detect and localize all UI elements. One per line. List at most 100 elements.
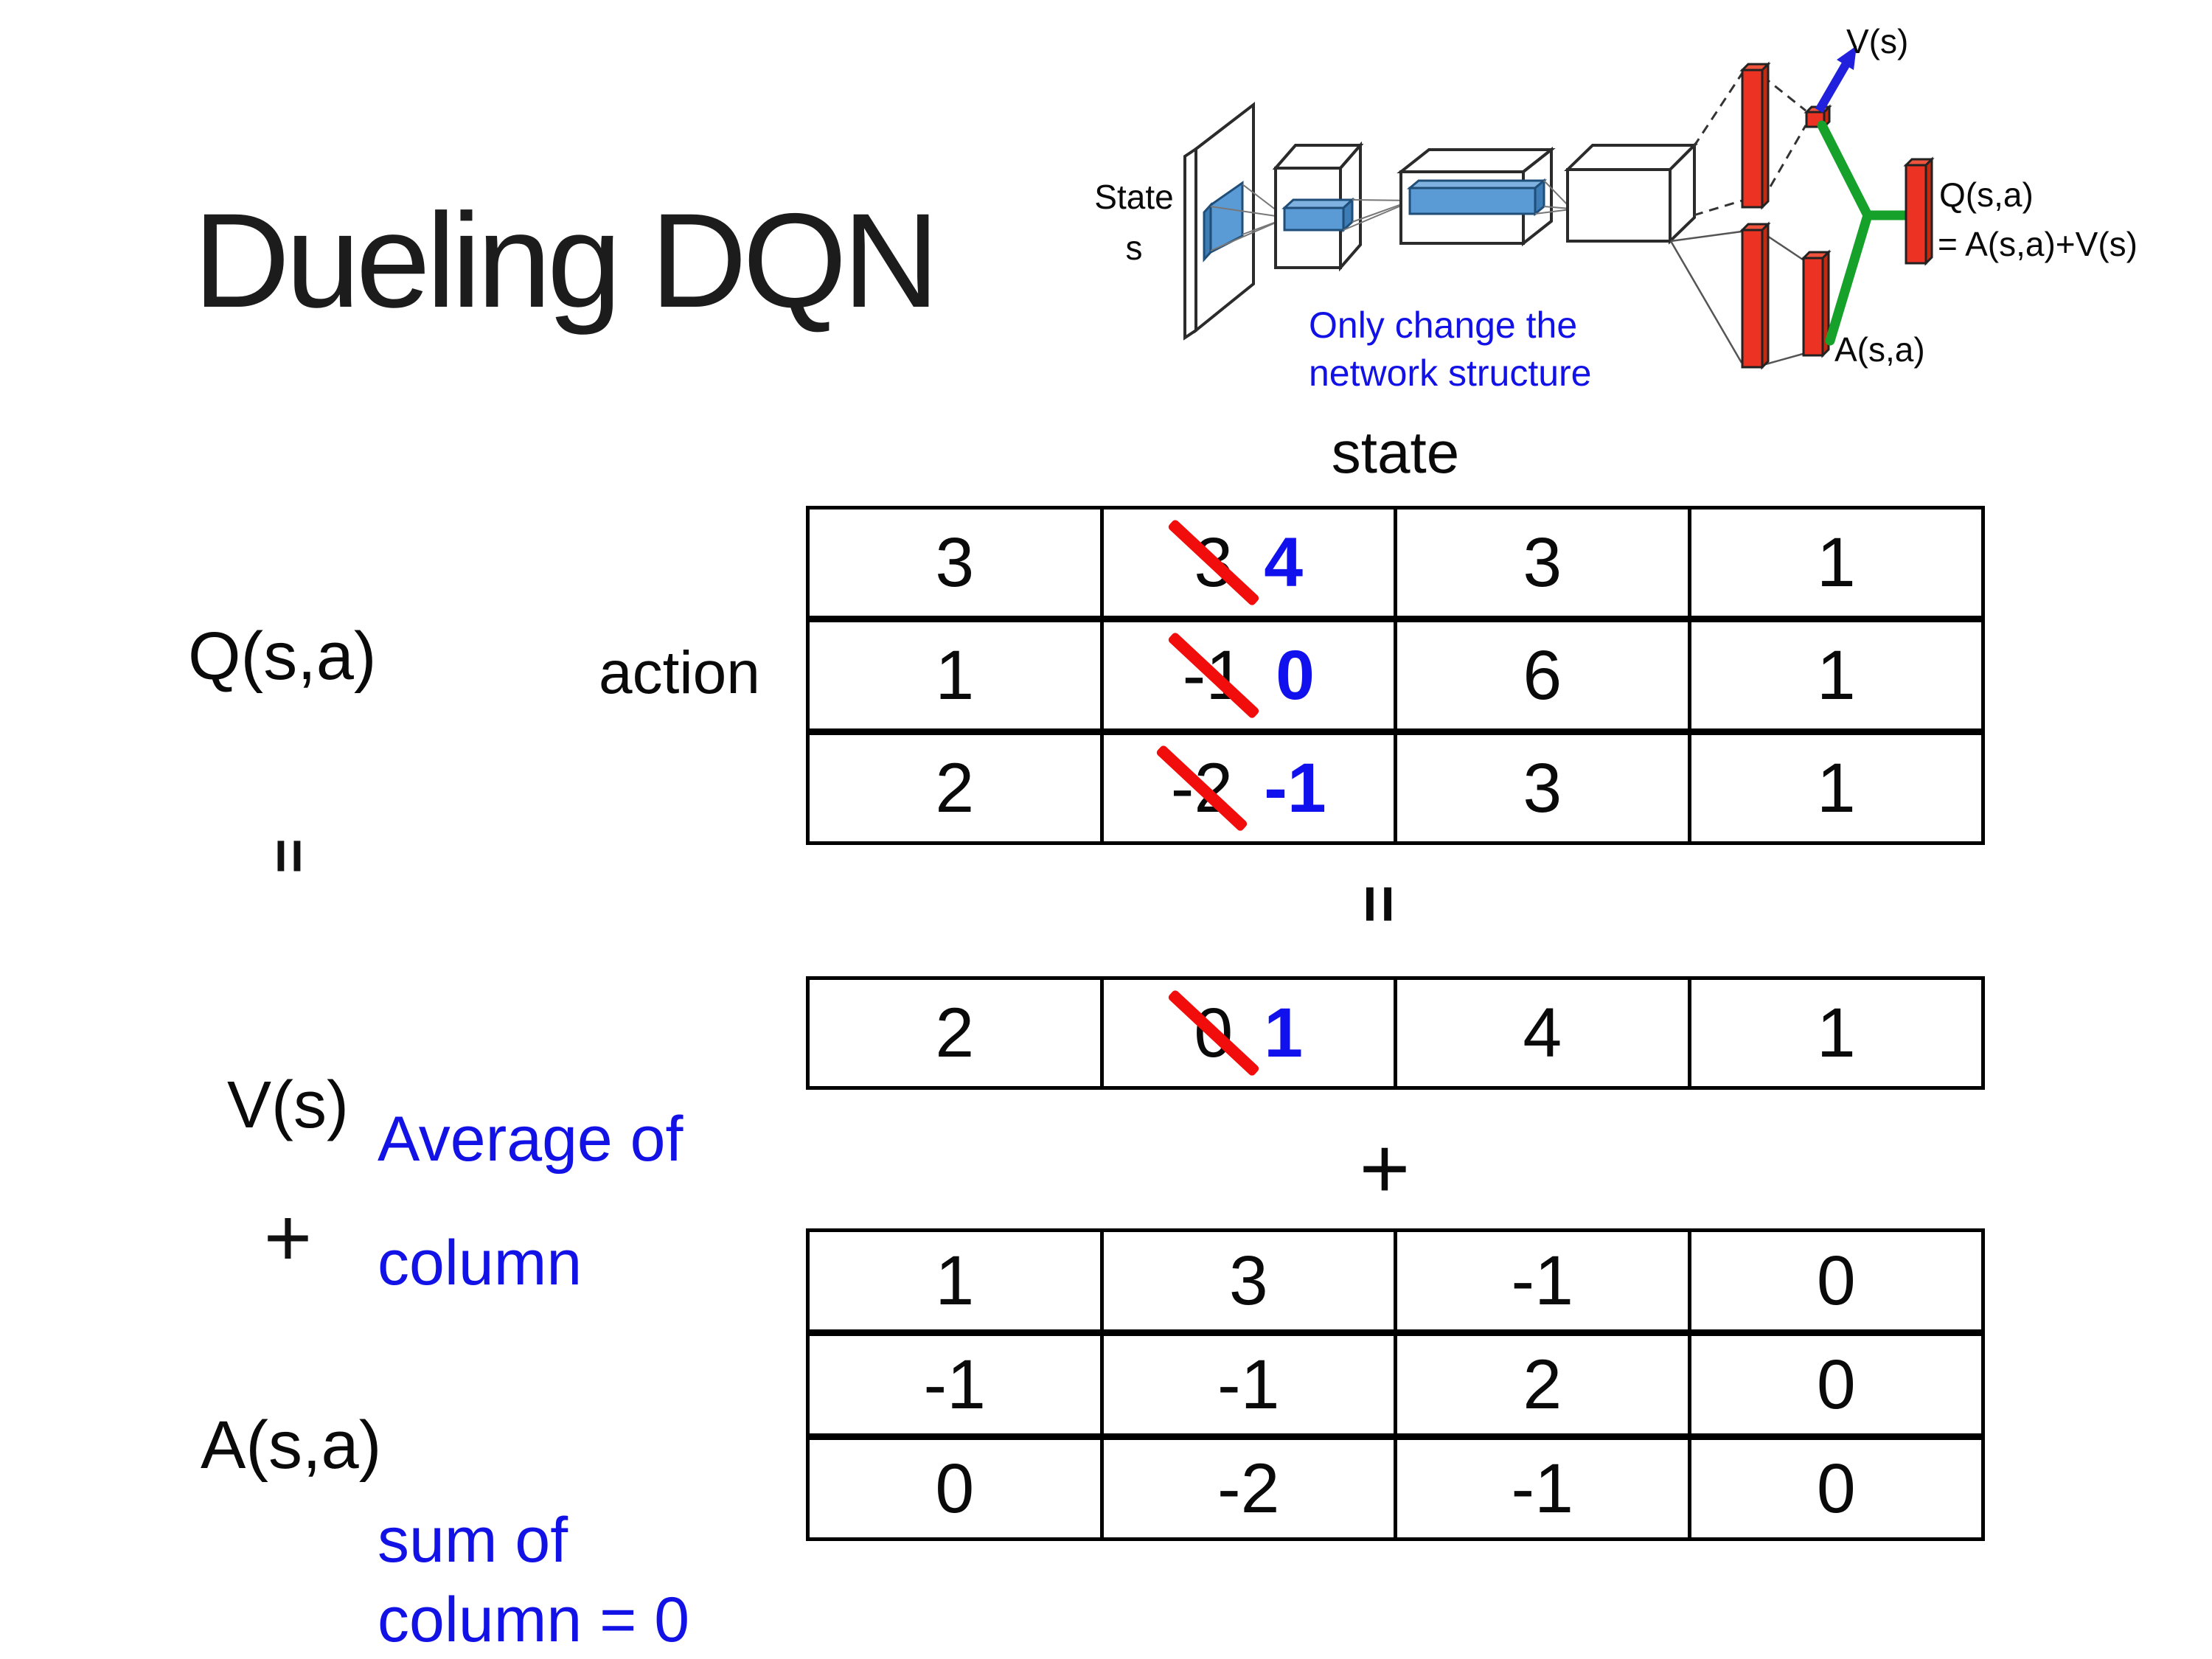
table-cell: 6: [1394, 622, 1688, 728]
plus-sign-left: +: [263, 1191, 313, 1284]
table-cell: 3: [1394, 509, 1688, 616]
state-axis-label: state: [1331, 420, 1460, 485]
q-output-label: Q(s,a): [1939, 175, 2034, 214]
sum-note-line1: sum of: [378, 1505, 568, 1576]
cell-value: 0: [1816, 1345, 1856, 1424]
action-axis-label: action: [599, 639, 760, 706]
table-cell: 2: [1394, 1336, 1688, 1433]
cell-value: 1: [935, 636, 975, 714]
cell-value: -2: [1217, 1449, 1280, 1528]
table-cell: 0: [1687, 1232, 1982, 1329]
table-cell: 2: [810, 735, 1100, 841]
corrected-value: -1: [1264, 748, 1326, 827]
crossed-out-value: 0: [1166, 989, 1261, 1077]
table-row: 1 -10 6 1: [810, 616, 1981, 728]
cell-value: 2: [935, 748, 975, 827]
table-cell: 1: [1687, 980, 1982, 1086]
cell-value: -1: [923, 1345, 986, 1424]
crossed-out-value: -2: [1155, 744, 1249, 832]
a-vector-bar: [1801, 249, 1832, 358]
sum-note-line2: column = 0: [378, 1585, 690, 1655]
cell-value: 0: [935, 1449, 975, 1528]
network-note-line2: network structure: [1309, 352, 1591, 394]
red-strikethrough: [1155, 744, 1249, 832]
table-cell: 0: [810, 1440, 1100, 1537]
cell-value: -1: [1511, 1449, 1573, 1528]
table-row: 33431: [810, 509, 1981, 616]
solid-connector-lines: [1669, 230, 1804, 366]
dashed-connector-lines: [1692, 72, 1807, 217]
fc-bar-top: [1739, 61, 1771, 210]
table-cell: 1: [1687, 509, 1982, 616]
table-cell: 0: [1687, 1440, 1982, 1537]
v-output-label: V(s): [1846, 22, 1908, 60]
table-cell: -10: [1099, 622, 1394, 728]
table-row: 2 -2-1 3 1: [810, 728, 1981, 841]
table-cell: -1: [1394, 1232, 1688, 1329]
state-input-label: State: [1094, 178, 1173, 216]
conv-box-3: [1564, 142, 1698, 245]
corrected-value: 4: [1264, 523, 1304, 602]
crossed-out-value: 3: [1166, 518, 1261, 607]
cell-value: 2: [1523, 1345, 1562, 1424]
cell-value: 3: [935, 523, 975, 602]
table-cell: -1: [810, 1336, 1100, 1433]
feature-map-bar-2: [1406, 178, 1548, 217]
table-cell: 3: [1394, 735, 1688, 841]
average-note-line2: column: [378, 1228, 582, 1298]
cell-value: 0: [1816, 1449, 1856, 1528]
cell-value: 3: [1228, 1241, 1268, 1320]
fc-bar-bottom: [1739, 221, 1771, 370]
red-strikethrough: [1166, 631, 1261, 720]
equals-sign-left: =: [256, 838, 323, 874]
slide-title: Dueling DQN: [193, 185, 939, 335]
table-row: 0 -2 -1 0: [810, 1433, 1981, 1537]
feature-map-bar-1: [1281, 197, 1355, 233]
table-cell: 1: [1687, 622, 1982, 728]
corrected-value: 0: [1276, 636, 1315, 714]
corrected-value: 1: [1264, 993, 1304, 1072]
conv-filter-icon: [1203, 181, 1244, 262]
v-arrow-icon: [1815, 46, 1857, 114]
table-cell: 3: [1099, 1232, 1394, 1329]
q-equation-label: Q(s,a): [188, 619, 377, 694]
table-cell: -2-1: [1099, 735, 1394, 841]
table-cell: 1: [810, 1232, 1100, 1329]
table-cell: -1: [1099, 1336, 1394, 1433]
table-row: 1 3 -1 0: [810, 1232, 1981, 1329]
table-row: -1 -1 2 0: [810, 1329, 1981, 1433]
table-cell: 34: [1099, 509, 1394, 616]
table-cell: 0: [1687, 1336, 1982, 1433]
network-note-line1: Only change the: [1309, 305, 1577, 346]
a-equation-label: A(s,a): [201, 1408, 382, 1483]
q-output-bar: [1903, 156, 1935, 266]
crossed-out-value: -1: [1166, 631, 1261, 720]
cell-value: 1: [1816, 748, 1856, 827]
red-strikethrough: [1166, 989, 1261, 1077]
cell-value: 6: [1523, 636, 1562, 714]
table-cell: 2: [810, 980, 1100, 1086]
cell-value: 3: [1523, 748, 1562, 827]
cell-value: 2: [935, 993, 975, 1072]
equals-sign-center: =: [1342, 884, 1416, 924]
cell-value: 3: [1523, 523, 1562, 602]
state-input-label-s: s: [1126, 229, 1143, 267]
table-cell: -1: [1394, 1440, 1688, 1537]
cell-value: 0: [1816, 1241, 1856, 1320]
plus-sign-center: +: [1359, 1120, 1411, 1217]
cell-value: -1: [1511, 1241, 1573, 1320]
table-cell: 1: [1687, 735, 1982, 841]
q-output-formula: = A(s,a)+V(s): [1938, 225, 2138, 263]
table-cell: 01: [1099, 980, 1394, 1086]
cell-value: -1: [1217, 1345, 1280, 1424]
table-cell: -2: [1099, 1440, 1394, 1537]
a-output-label: A(s,a): [1834, 330, 1925, 369]
table-cell: 4: [1394, 980, 1688, 1086]
red-strikethrough: [1166, 518, 1261, 607]
cell-value: 1: [1816, 636, 1856, 714]
a-values-table: 1 3 -1 0 -1 -1 2 0 0 -2 -1 0: [806, 1228, 1985, 1541]
table-row: 20141: [810, 980, 1981, 1086]
average-note-line1: Average of: [378, 1104, 684, 1175]
